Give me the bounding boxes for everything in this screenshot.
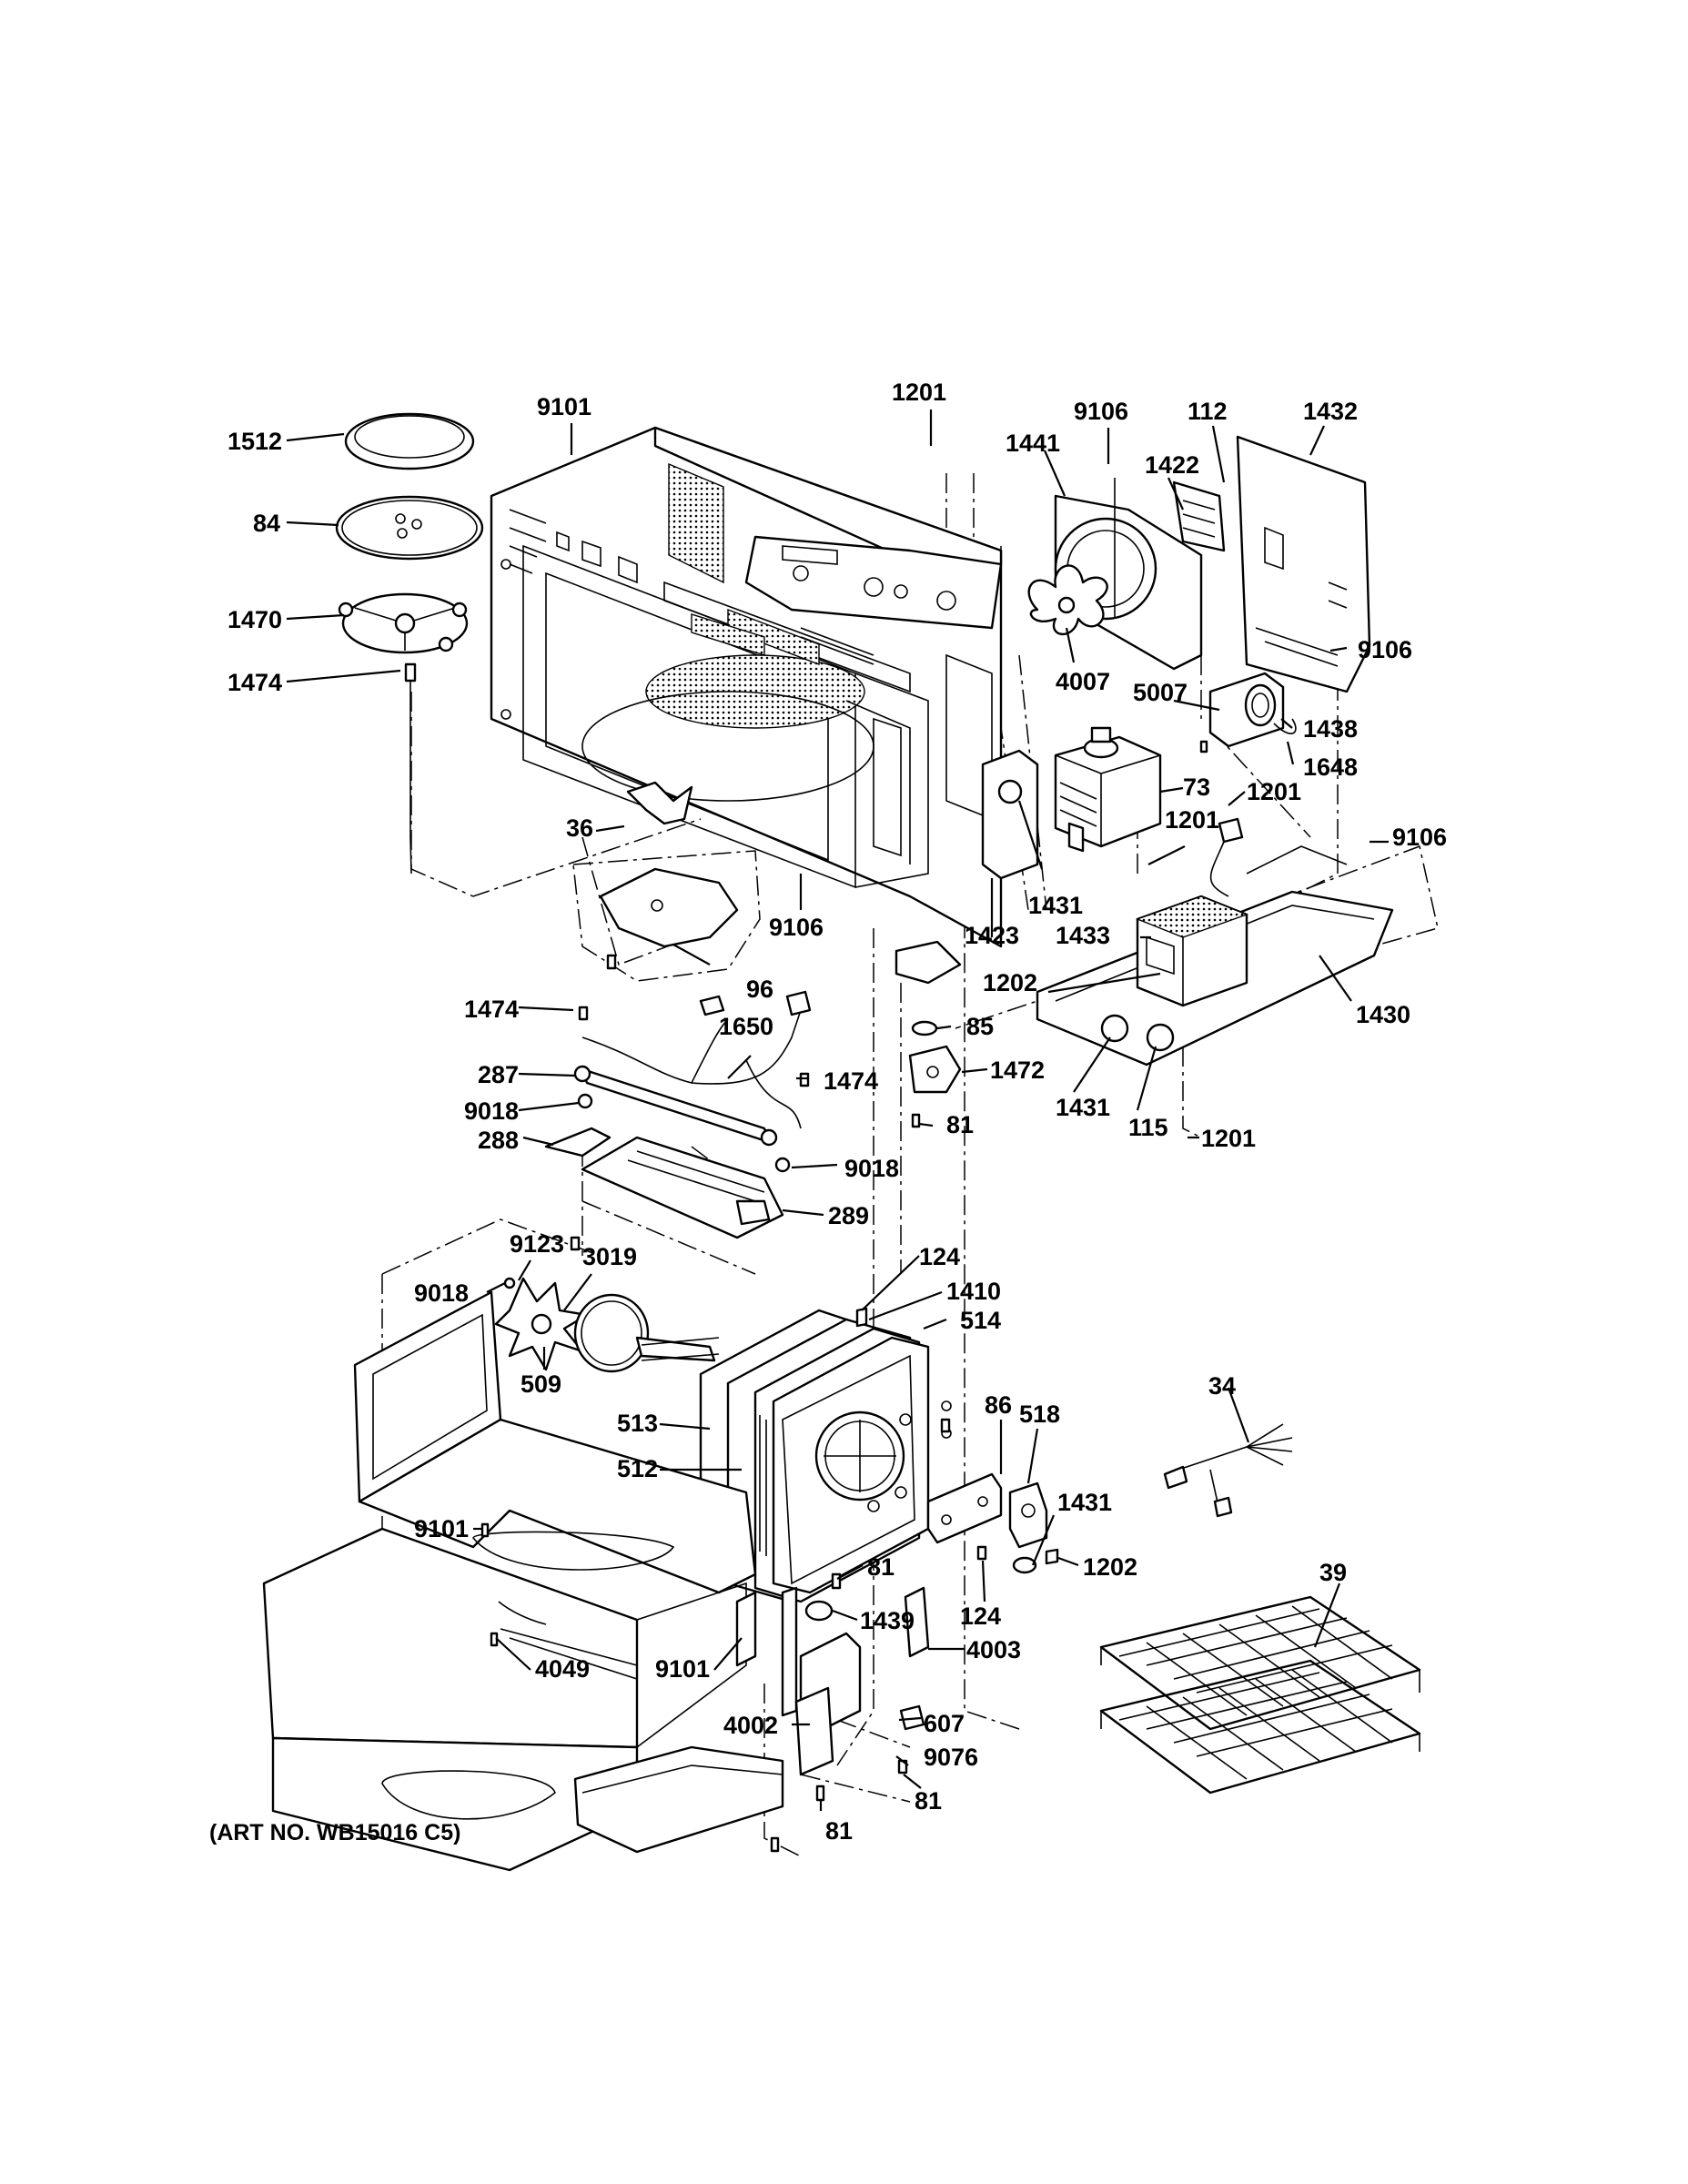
callout-4007: 4007 — [1056, 668, 1110, 695]
callout-1201: 1201 — [1201, 1125, 1256, 1152]
callout-9106: 9106 — [1074, 398, 1128, 425]
magnetron-assembly — [981, 726, 1162, 880]
callout-1650: 1650 — [719, 1013, 773, 1040]
callout-513: 513 — [617, 1410, 658, 1437]
callout-85: 85 — [966, 1013, 994, 1040]
callout-81: 81 — [825, 1817, 853, 1845]
callout-9018: 9018 — [844, 1155, 899, 1182]
callout-1431: 1431 — [1056, 1094, 1110, 1121]
callout-1648: 1648 — [1303, 753, 1358, 781]
callout-1201: 1201 — [1247, 778, 1301, 805]
callout-1512: 1512 — [227, 428, 282, 455]
callout-1422: 1422 — [1145, 451, 1199, 479]
callout-9123: 9123 — [510, 1230, 564, 1258]
callout-4003: 4003 — [966, 1636, 1021, 1663]
callout-1201: 1201 — [892, 379, 946, 406]
art-number-caption: (ART NO. WB15016 C5) — [209, 1820, 460, 1845]
callout-9101: 9101 — [537, 393, 591, 420]
callout-124: 124 — [960, 1603, 1001, 1630]
callout-4002: 4002 — [723, 1712, 778, 1739]
callout-1431: 1431 — [1057, 1489, 1112, 1516]
callout-1201: 1201 — [1165, 806, 1219, 834]
stirrer-assembly — [572, 781, 761, 982]
callout-1432: 1432 — [1303, 398, 1358, 425]
outer-case-lower — [262, 1290, 757, 1872]
callout-288: 288 — [478, 1127, 519, 1154]
convection-liner — [699, 1307, 952, 1603]
callout-112: 112 — [1188, 398, 1228, 425]
callout-1202: 1202 — [983, 969, 1037, 996]
heater-harness-group — [544, 990, 812, 1239]
callout-1438: 1438 — [1303, 715, 1358, 743]
callout-1431: 1431 — [1028, 892, 1083, 919]
turntable-motor-group — [895, 940, 962, 1128]
callout-73: 73 — [1183, 774, 1210, 801]
callout-labels: 1512 84 1470 1474 9101 1201 9106 112 143… — [209, 379, 1447, 1845]
callout-512: 512 — [617, 1455, 658, 1482]
callout-9101: 9101 — [655, 1655, 710, 1683]
callout-84: 84 — [253, 510, 280, 537]
callout-1474: 1474 — [464, 996, 519, 1023]
callout-1441: 1441 — [1006, 430, 1060, 457]
callout-96: 96 — [746, 976, 773, 1003]
oven-racks-39 — [1099, 1595, 1421, 1795]
callout-86: 86 — [985, 1391, 1012, 1419]
callout-1202: 1202 — [1083, 1553, 1137, 1581]
callout-9106: 9106 — [1358, 636, 1412, 663]
callout-5007: 5007 — [1133, 679, 1188, 706]
base-plate-assembly — [1036, 817, 1394, 1067]
callout-9106: 9106 — [1392, 824, 1447, 851]
callout-34: 34 — [1208, 1372, 1236, 1400]
callout-4049: 4049 — [535, 1655, 590, 1683]
callout-9018: 9018 — [414, 1279, 469, 1307]
callout-36: 36 — [566, 814, 593, 842]
callout-81: 81 — [867, 1553, 895, 1581]
callout-39: 39 — [1319, 1559, 1347, 1586]
callout-81: 81 — [946, 1111, 974, 1138]
oven-cavity — [490, 426, 1003, 948]
lower-bracket-group — [573, 1572, 930, 1854]
callout-1474: 1474 — [227, 669, 282, 696]
turntable-group — [335, 412, 484, 875]
callout-518: 518 — [1019, 1400, 1060, 1428]
callout-1410: 1410 — [946, 1278, 1001, 1305]
callout-1423: 1423 — [965, 922, 1019, 949]
callout-1433: 1433 — [1056, 922, 1110, 949]
sensor-bracket-group — [926, 1418, 1059, 1574]
wire-harness-34 — [1163, 1423, 1293, 1518]
callout-9106: 9106 — [769, 914, 824, 941]
leader-lines — [286, 410, 1389, 1811]
callout-1439: 1439 — [860, 1607, 915, 1634]
callout-115: 115 — [1128, 1114, 1168, 1141]
callout-124: 124 — [919, 1243, 960, 1270]
fan-motor-assembly — [1027, 435, 1371, 693]
callout-1472: 1472 — [990, 1057, 1045, 1084]
callout-1474: 1474 — [824, 1067, 878, 1095]
callout-289: 289 — [828, 1202, 869, 1229]
callout-287: 287 — [478, 1061, 519, 1088]
callout-607: 607 — [924, 1710, 965, 1737]
callout-514: 514 — [960, 1307, 1001, 1334]
callout-509: 509 — [521, 1370, 561, 1398]
hv-capacitor-group — [1199, 672, 1297, 753]
callout-1430: 1430 — [1356, 1001, 1410, 1028]
callout-9018: 9018 — [464, 1097, 519, 1125]
callout-81: 81 — [915, 1787, 942, 1815]
convection-group — [494, 1236, 720, 1373]
callout-9076: 9076 — [924, 1744, 978, 1771]
callout-3019: 3019 — [582, 1243, 637, 1270]
callout-9101: 9101 — [414, 1515, 469, 1542]
callout-1470: 1470 — [227, 606, 282, 633]
